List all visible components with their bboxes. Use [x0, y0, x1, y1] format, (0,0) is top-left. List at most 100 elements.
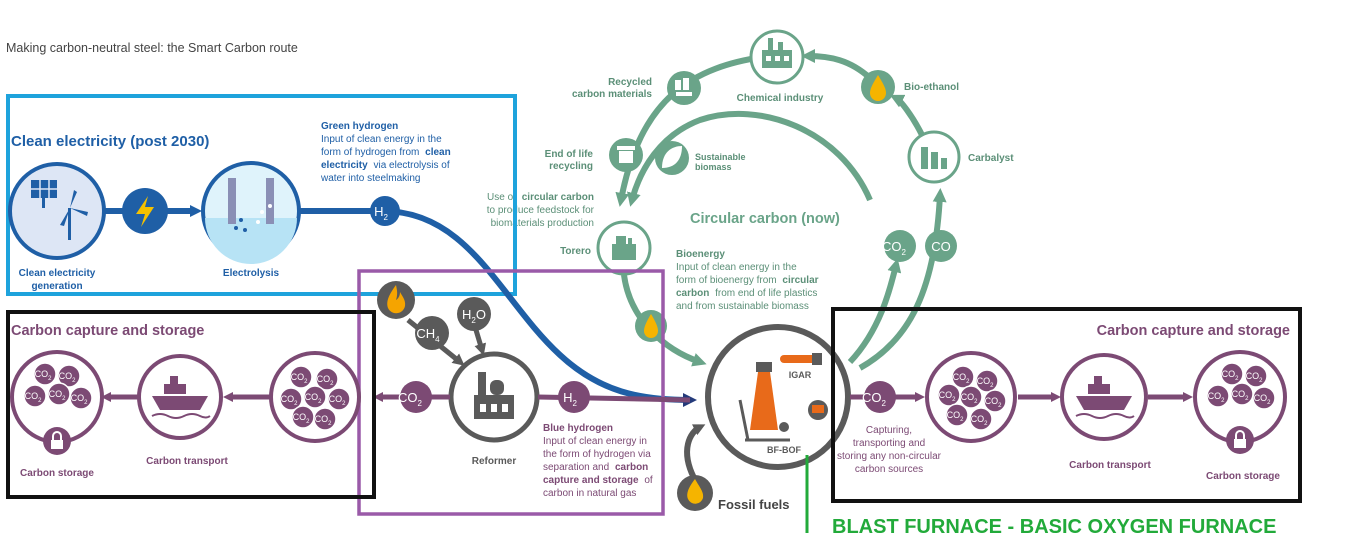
ccs-left-storage-node: Carbon storage	[10, 350, 104, 479]
capture-line-2: transporting and	[853, 438, 925, 449]
co2-molecule: CO2	[23, 384, 47, 408]
wind-turbine-icon	[60, 190, 88, 240]
svg-text:CO2: CO2	[329, 394, 347, 407]
svg-text:CO2: CO2	[985, 396, 1003, 409]
blue-hydrogen-line-3a: separation and	[543, 462, 609, 473]
capture-line-4: carbon sources	[855, 464, 923, 475]
plant-icon	[921, 147, 947, 169]
svg-text:CO2: CO2	[977, 376, 995, 389]
co2-molecule: CO2	[951, 365, 975, 389]
ch4-bubble: CH4	[415, 316, 449, 350]
igar-icon	[780, 353, 822, 365]
green-hydrogen-line-3: via electrolysis of	[373, 160, 449, 171]
ccs-right-storage-label: Carbon storage	[1206, 471, 1280, 482]
svg-text:separation and carbon: separation and carbon	[543, 462, 648, 473]
recycled-label-2: carbon materials	[572, 89, 652, 100]
svg-text:form of bioenergy from: form of bioenergy from circular	[676, 275, 819, 286]
green-hydrogen-line-2: form of hydrogen from	[321, 147, 419, 158]
svg-text:CO2: CO2	[953, 372, 971, 385]
co2-molecule: CO2	[57, 364, 81, 388]
capture-line-3: storing any non-circular	[837, 451, 942, 462]
bioenergy-line-2b: circular	[782, 275, 818, 286]
co2-molecule: CO2	[47, 382, 71, 406]
svg-text:CO2: CO2	[35, 369, 53, 382]
sustainable-label-2: biomass	[695, 162, 732, 172]
clean-electricity-generation-node: Clean electricity generation	[8, 162, 106, 292]
svg-text:CO2: CO2	[1246, 371, 1264, 384]
svg-text:CO2: CO2	[291, 372, 309, 385]
h2-blue-bubble: H2	[370, 196, 400, 226]
fossil-fuels-badge	[677, 475, 713, 511]
svg-text:CO2: CO2	[49, 389, 67, 402]
blue-hydrogen-line-4a: capture and storage	[543, 475, 639, 486]
bf-bof-annotation: BLAST FURNACE - BASIC OXYGEN FURNACE	[832, 516, 1276, 538]
factory-icon	[762, 38, 792, 68]
torero-plant-icon	[612, 236, 636, 260]
green-hydrogen-text: Green hydrogen Input of clean energy in …	[320, 121, 451, 184]
ship-icon	[1075, 376, 1135, 419]
co-green-bubble: CO	[925, 230, 957, 262]
fire-icon	[387, 285, 406, 314]
capture-text: Capturing, transporting and storing any …	[837, 425, 942, 475]
blue-hydrogen-title: Blue hydrogen	[543, 423, 613, 434]
chemical-industry-label: Chemical industry	[737, 93, 824, 104]
blue-hydrogen-line-5: carbon in natural gas	[543, 488, 636, 499]
fossil-fuels-label: Fossil fuels	[718, 497, 790, 512]
reformer-node: Reformer	[448, 351, 540, 467]
recycled-label-1: Recycled	[608, 77, 652, 88]
clean-electricity-section: Clean electricity (post 2030) Clean elec…	[6, 94, 697, 407]
sustainable-biomass-node: Sustainable biomass	[655, 141, 746, 175]
ccs-right-transport-node: Carbon transport	[1060, 353, 1152, 471]
svg-text:CO2: CO2	[281, 394, 299, 407]
blue-hydrogen-text: Blue hydrogen Input of clean energy in t…	[543, 423, 653, 499]
svg-text:form of hydrogen from: form of hydrogen from clean	[321, 147, 451, 158]
svg-text:CO2: CO2	[1208, 391, 1226, 404]
svg-text:CO2: CO2	[1232, 389, 1250, 402]
reformer-label: Reformer	[472, 456, 517, 467]
bio-ethanol-node: Bio-ethanol	[861, 70, 959, 104]
svg-text:CO2: CO2	[305, 392, 323, 405]
electrode-icon	[228, 178, 274, 232]
green-hydrogen-line-1: Input of clean energy in the	[321, 134, 442, 145]
co2-molecule: CO2	[945, 403, 969, 427]
end-of-life-label-1: End of life	[545, 149, 594, 160]
lock-badge	[43, 427, 71, 455]
h2-purple-bubble: H2	[558, 381, 590, 413]
ccs-right-title: Carbon capture and storage	[1097, 323, 1290, 339]
circular-inner-arc	[627, 110, 873, 207]
ccs-left-title: Carbon capture and storage	[11, 323, 204, 339]
svg-text:CO2: CO2	[1222, 369, 1240, 382]
green-hydrogen-bold-2: electricity	[321, 160, 368, 171]
bioenergy-title: Bioenergy	[676, 249, 725, 260]
h2o-to-reformer-arrow	[473, 329, 487, 356]
svg-text:H2: H2	[374, 204, 388, 222]
use-line-1b: circular carbon	[522, 192, 594, 203]
bioenergy-line-3b: from end of life plastics	[715, 288, 817, 299]
co2-molecule: CO2	[303, 385, 327, 409]
lightning-bolt-icon	[136, 196, 154, 227]
chemical-industry-node: Chemical industry	[737, 29, 824, 104]
ccs-left-transport-label: Carbon transport	[146, 456, 228, 467]
lock-badge	[1226, 426, 1254, 454]
blast-furnace-icon	[738, 362, 828, 442]
co2-molecule: CO2	[1230, 382, 1254, 406]
ccs-right-section: Carbon capture and storage CO2 Capturing…	[831, 307, 1302, 503]
svg-text:CO2: CO2	[315, 414, 333, 427]
use-circular-carbon-text: Use of circular carbon to produce feedst…	[487, 192, 595, 229]
ccs-left-storage-label: Carbon storage	[20, 468, 94, 479]
lock-icon	[1234, 439, 1246, 448]
torero-node: Torero	[560, 220, 652, 276]
bio-ethanol-label: Bio-ethanol	[904, 82, 959, 93]
svg-text:capture and storage of: capture and storage of	[543, 475, 653, 486]
svg-text:electricity via electr: electricity via electrolysis of	[321, 160, 450, 171]
blue-hydrogen-line-4b: of	[644, 475, 653, 486]
co2-molecule: CO2	[1244, 364, 1268, 388]
co2-molecule: CO2	[975, 369, 999, 393]
svg-text:Use of circular carbon: Use of circular carbon	[487, 192, 594, 203]
svg-text:CO2: CO2	[59, 371, 77, 384]
svg-text:CO2: CO2	[939, 390, 957, 403]
bioenergy-line-4: and from sustainable biomass	[676, 301, 809, 312]
